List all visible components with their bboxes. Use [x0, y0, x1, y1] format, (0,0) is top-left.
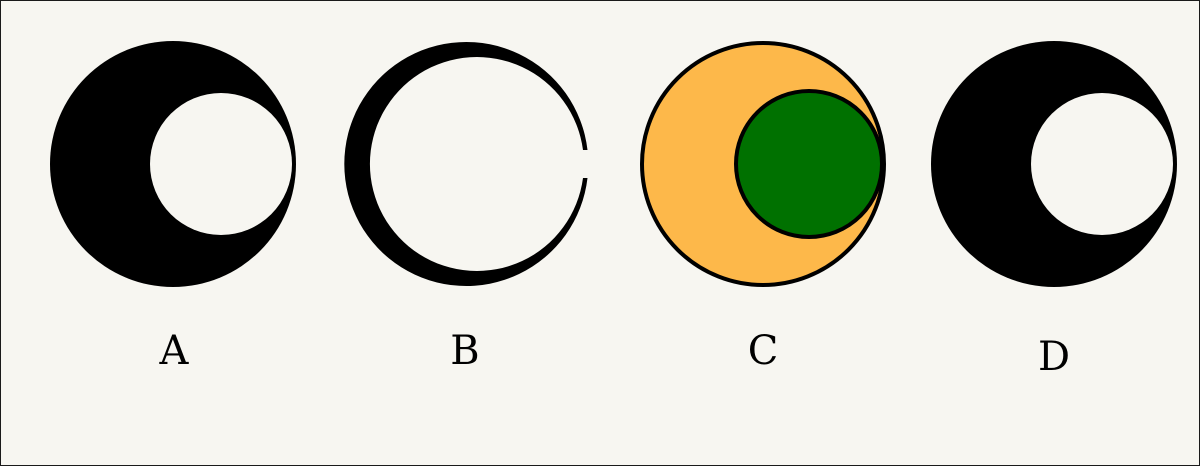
option-d-inner-hole [1031, 93, 1173, 235]
option-b-crescent-ring [344, 41, 588, 286]
option-b-figure[interactable] [344, 41, 588, 286]
option-d-label: D [1037, 334, 1071, 380]
option-d-figure[interactable] [931, 41, 1177, 287]
option-c-inner-disc [734, 89, 884, 239]
option-c-label: C [747, 328, 779, 374]
option-a-figure[interactable] [50, 41, 296, 287]
option-a-inner-hole [150, 93, 292, 235]
option-b-label: B [450, 328, 480, 374]
option-a-label: A [159, 328, 189, 374]
option-c-figure[interactable] [640, 41, 886, 287]
